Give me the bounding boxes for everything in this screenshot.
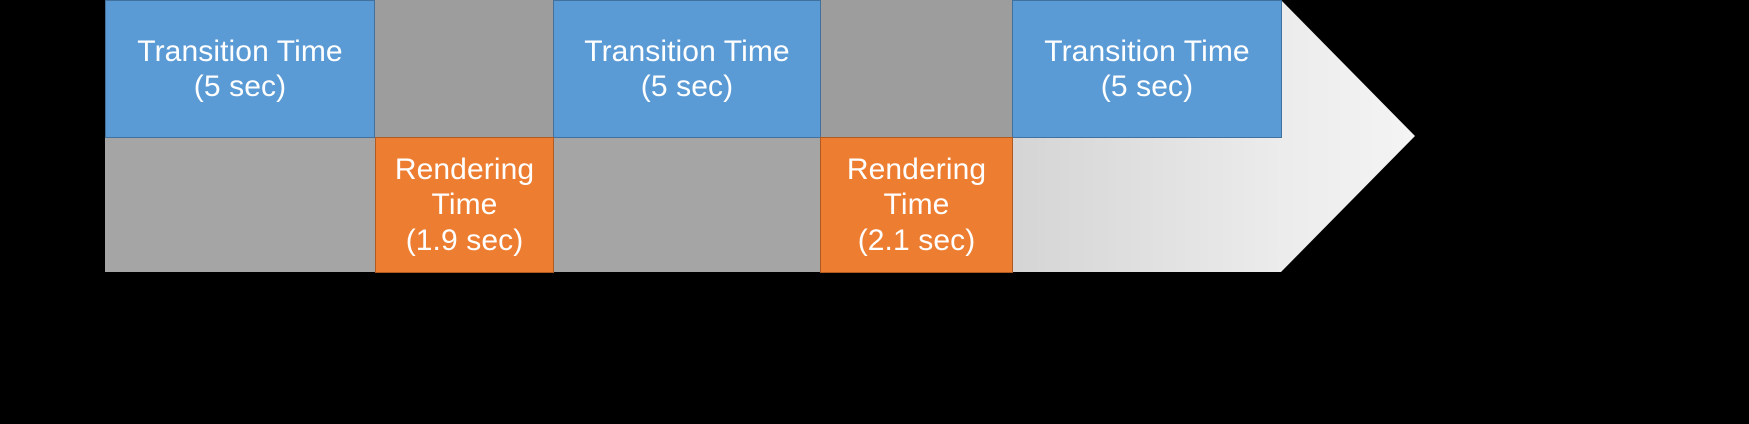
transition-time-block-2-value: (5 sec) xyxy=(640,70,734,103)
rendering-time-block-2-title-line1: Rendering xyxy=(846,152,987,186)
transition-time-block-1-title: Transition Time xyxy=(137,34,343,68)
rendering-time-block-2-value: (2.1 sec) xyxy=(857,223,976,257)
transition-time-block-3-title: Transition Time xyxy=(1044,34,1250,68)
rendering-time-block-1-value: (1.9 sec) xyxy=(405,223,524,257)
transition-time-block-3[interactable]: Transition Time (5 sec) xyxy=(1012,0,1282,138)
rendering-time-block-1[interactable]: Rendering Time (1.9 sec) xyxy=(375,137,554,273)
transition-time-block-1[interactable]: Transition Time (5 sec) xyxy=(105,0,375,138)
rendering-time-block-2[interactable]: Rendering Time (2.1 sec) xyxy=(820,137,1013,273)
rendering-time-block-1-title-line1: Rendering xyxy=(394,152,535,186)
rendering-time-block-2-title-line2: Time xyxy=(883,188,950,222)
transition-time-block-2[interactable]: Transition Time (5 sec) xyxy=(553,0,821,138)
transition-time-block-3-value: (5 sec) xyxy=(1100,70,1194,103)
transition-time-block-2-title: Transition Time xyxy=(584,34,790,68)
rendering-time-block-1-title-line2: Time xyxy=(431,188,498,222)
transition-time-block-1-value: (5 sec) xyxy=(193,70,287,103)
